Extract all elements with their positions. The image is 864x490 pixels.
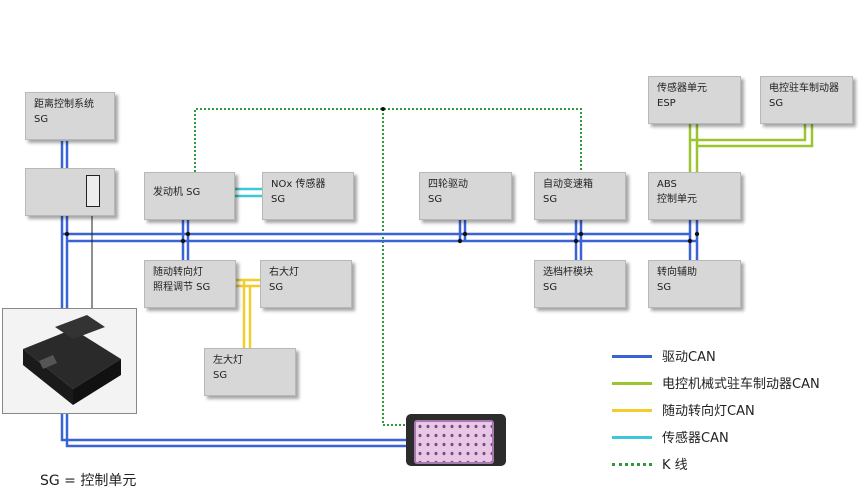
legend-swatch-drive-can <box>612 355 652 358</box>
gateway-switch <box>86 175 100 207</box>
module-steering-assist: 转向辅助 SG <box>648 260 741 308</box>
module-label: 右大灯 <box>269 267 299 278</box>
module-label: ABS <box>657 179 677 190</box>
module-label: SG <box>213 370 228 381</box>
module-label: SG <box>269 282 284 293</box>
module-shifter: 选档杆模块 SG <box>534 260 626 308</box>
module-label: SG <box>543 194 558 205</box>
module-abs: ABS 控制单元 <box>648 172 741 220</box>
legend-label: K 线 <box>662 458 688 473</box>
footnote: SG = 控制单元 <box>40 473 137 489</box>
module-label: SG <box>34 114 49 125</box>
legend-swatch-afs-can <box>612 409 652 412</box>
module-esp-sensor: 传感器单元 ESP <box>648 76 741 124</box>
module-label: SG <box>769 98 784 109</box>
module-cornering-light: 随动转向灯 照程调节 SG <box>144 260 236 308</box>
module-label: SG <box>428 194 443 205</box>
module-label: 电控驻车制动器 <box>769 83 839 94</box>
module-label: 四轮驱动 <box>428 179 468 190</box>
module-distance-control: 距离控制系统 SG <box>25 92 115 140</box>
module-label: NOx 传感器 <box>271 179 326 190</box>
drive-can-bus <box>60 141 699 448</box>
k-line <box>194 108 582 426</box>
legend-label: 随动转向灯CAN <box>662 404 755 419</box>
module-right-headlight: 右大灯 SG <box>260 260 352 308</box>
module-label: SG <box>657 282 672 293</box>
legend-label: 传感器CAN <box>662 431 729 446</box>
module-label: ESP <box>657 98 676 109</box>
module-label: SG <box>271 194 286 205</box>
legend-label: 电控机械式驻车制动器CAN <box>662 377 820 392</box>
legend-swatch-sensor-can <box>612 436 652 439</box>
module-gearbox: 自动变速箱 SG <box>534 172 626 220</box>
module-label: 左大灯 <box>213 355 243 366</box>
module-label: 发动机 SG <box>153 187 201 198</box>
legend-swatch-epb-can <box>612 382 652 385</box>
module-label: 控制单元 <box>657 194 697 205</box>
sensor-can <box>235 187 262 198</box>
module-label: 照程调节 SG <box>153 282 211 293</box>
module-label: 随动转向灯 <box>153 267 203 278</box>
module-engine: 发动机 SG <box>144 172 235 220</box>
epb-can <box>688 124 814 172</box>
module-label: 转向辅助 <box>657 267 697 278</box>
legend-swatch-k-line <box>612 463 652 466</box>
module-left-headlight: 左大灯 SG <box>204 348 296 396</box>
gateway-unit-image <box>2 308 137 414</box>
module-label: 选档杆模块 <box>543 267 593 278</box>
module-label: SG <box>543 282 558 293</box>
module-label: 自动变速箱 <box>543 179 593 190</box>
module-label: 距离控制系统 <box>34 99 94 110</box>
bus-junctions <box>64 107 700 244</box>
module-nox-sensor: NOx 传感器 SG <box>262 172 354 220</box>
legend-label: 驱动CAN <box>662 350 716 365</box>
afs-can <box>236 278 260 348</box>
module-awd: 四轮驱动 SG <box>419 172 512 220</box>
obd-connector-icon <box>406 414 506 466</box>
obd-pin-field <box>414 420 494 464</box>
gateway-box <box>25 168 115 216</box>
module-label: 传感器单元 <box>657 83 707 94</box>
module-parking-brake: 电控驻车制动器 SG <box>760 76 853 124</box>
